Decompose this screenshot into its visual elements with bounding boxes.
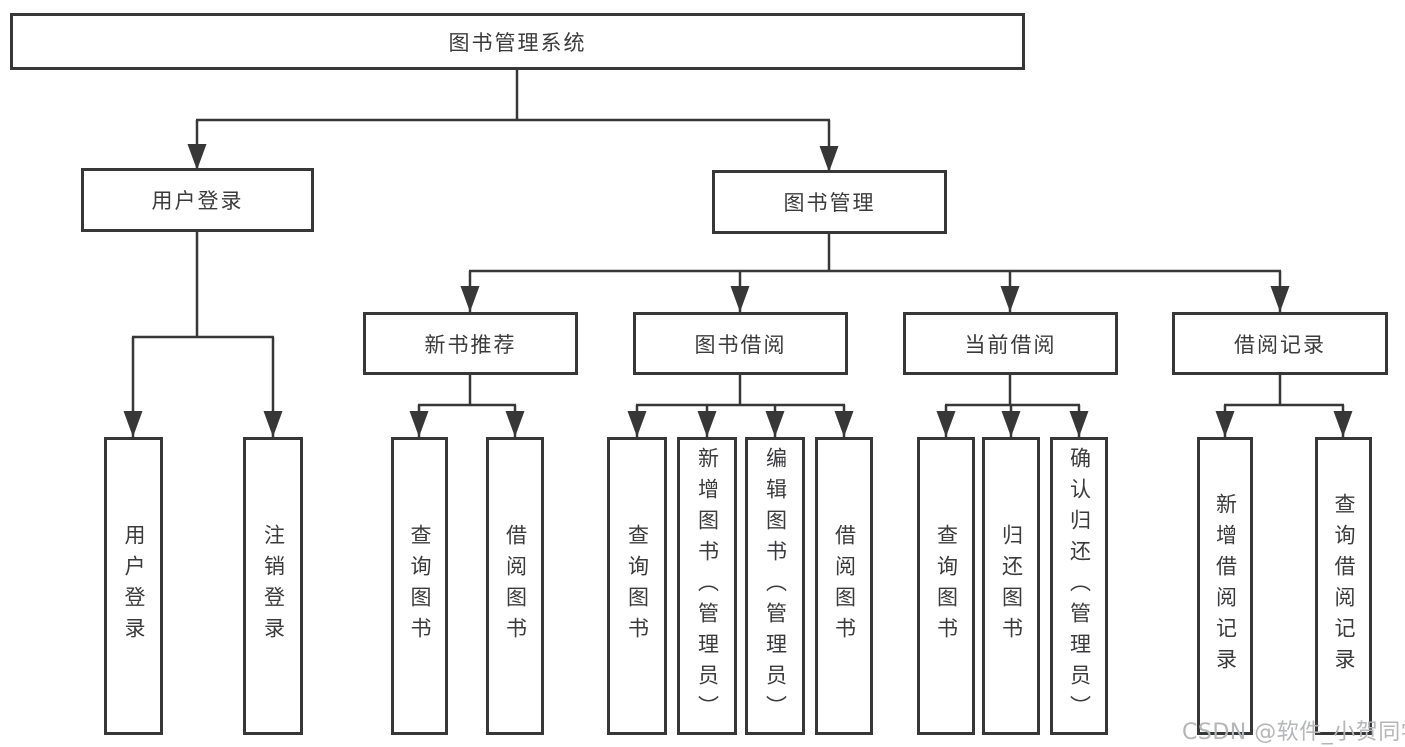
arrow-down-icon <box>1000 286 1020 312</box>
leaf-query-books-2-label: 查询图书 <box>625 524 650 648</box>
arrow-down-icon <box>819 146 839 172</box>
arrow-down-icon <box>460 286 480 312</box>
leaf-query-books-1-label: 查询图书 <box>408 524 432 648</box>
arrow-down-icon <box>936 411 956 437</box>
node-root-label: 图书管理系统 <box>448 30 587 55</box>
leaf-add-books-admin: 新增图书（管理员） <box>677 437 737 735</box>
leaf-add-borrow-record: 新增借阅记录 <box>1197 437 1253 735</box>
node-book-borrowing-label: 图书借阅 <box>694 332 787 357</box>
arrow-down-icon <box>730 286 750 312</box>
leaf-query-borrow-record-label: 查询借阅记录 <box>1332 493 1356 679</box>
leaf-user-login: 用户登录 <box>104 437 163 735</box>
leaf-query-books-2: 查询图书 <box>607 437 667 735</box>
leaf-borrow-books-2-label: 借阅图书 <box>832 524 857 648</box>
arrow-down-icon <box>1001 411 1021 437</box>
leaf-query-books-3-label: 查询图书 <box>934 524 959 648</box>
node-book-management-label: 图书管理 <box>783 191 876 215</box>
leaf-add-borrow-record-label: 新增借阅记录 <box>1213 493 1238 679</box>
leaf-query-borrow-record: 查询借阅记录 <box>1315 437 1372 735</box>
arrow-down-icon <box>1215 411 1235 437</box>
leaf-query-books-1: 查询图书 <box>391 437 448 735</box>
arrow-down-icon <box>409 411 429 437</box>
arrow-down-icon <box>123 411 143 437</box>
node-user-login-label: 用户登录 <box>151 189 244 213</box>
arrow-down-icon <box>1069 411 1089 437</box>
node-current-borrowing: 当前借阅 <box>903 312 1118 375</box>
arrow-down-icon <box>505 411 525 437</box>
arrow-down-icon <box>263 411 283 437</box>
node-root: 图书管理系统 <box>10 13 1025 70</box>
leaf-return-books-label: 归还图书 <box>999 524 1024 648</box>
leaf-edit-books-admin: 编辑图书（管理员） <box>745 437 805 735</box>
node-borrowing-records-label: 借阅记录 <box>1234 332 1326 357</box>
leaf-user-login-label: 用户登录 <box>122 524 146 648</box>
arrow-down-icon <box>1270 286 1290 312</box>
arrow-down-icon <box>187 144 207 170</box>
leaf-logout: 注销登录 <box>243 437 303 735</box>
leaf-borrow-books-1-label: 借阅图书 <box>503 524 528 648</box>
node-book-borrowing: 图书借阅 <box>633 312 848 375</box>
leaf-borrow-books-1: 借阅图书 <box>486 437 544 735</box>
leaf-return-books: 归还图书 <box>982 437 1040 735</box>
arrow-down-icon <box>765 411 785 437</box>
arrow-down-icon <box>627 411 647 437</box>
connector-arrowheads <box>123 144 1353 437</box>
node-borrowing-records: 借阅记录 <box>1172 312 1388 375</box>
connector-edges <box>131 70 1345 437</box>
node-current-borrowing-label: 当前借阅 <box>964 332 1057 357</box>
node-user-login: 用户登录 <box>81 168 314 232</box>
watermark: CSDN @软件_小贺同学 <box>1182 720 1405 745</box>
leaf-confirm-return-admin: 确认归还（管理员） <box>1050 437 1108 735</box>
leaf-borrow-books-2: 借阅图书 <box>815 437 873 735</box>
node-new-book-recommend: 新书推荐 <box>363 312 578 375</box>
arrow-down-icon <box>697 411 717 437</box>
node-book-management: 图书管理 <box>712 170 947 234</box>
arrow-down-icon <box>1333 411 1353 437</box>
leaf-edit-books-admin-label: 编辑图书（管理员） <box>763 446 788 726</box>
leaf-query-books-3: 查询图书 <box>917 437 975 735</box>
leaf-logout-label: 注销登录 <box>261 524 286 648</box>
arrow-down-icon <box>834 411 854 437</box>
leaf-add-books-admin-label: 新增图书（管理员） <box>695 446 720 726</box>
node-new-book-recommend-label: 新书推荐 <box>424 332 517 357</box>
leaf-confirm-return-admin-label: 确认归还（管理员） <box>1067 446 1092 726</box>
